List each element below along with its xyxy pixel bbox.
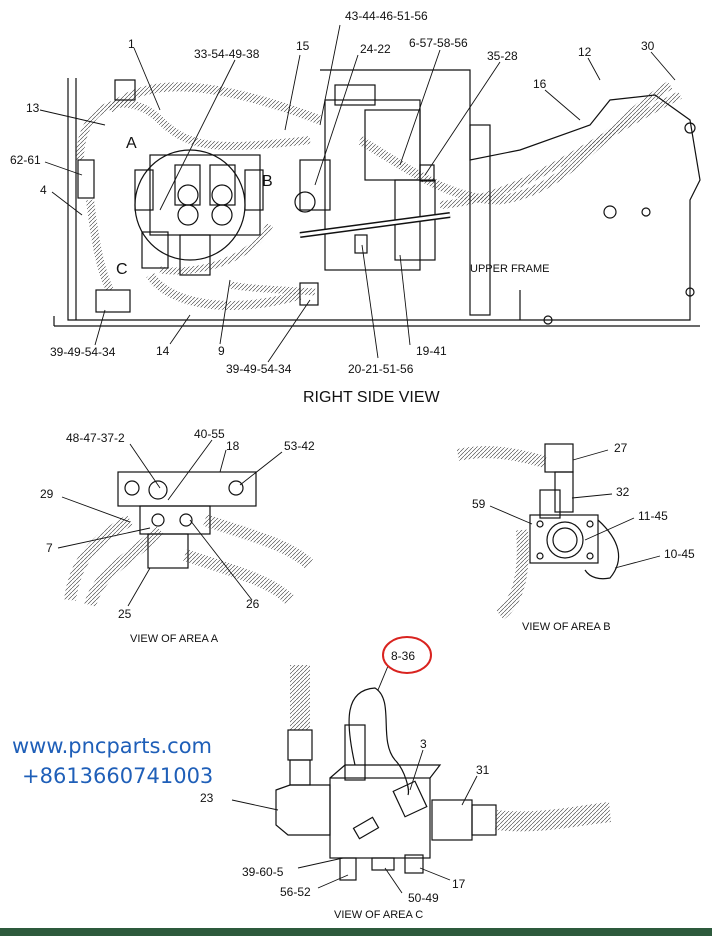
right-side-view xyxy=(53,69,701,327)
bottom-bar xyxy=(0,928,712,936)
callout-8-36: 8-36 xyxy=(391,649,415,663)
callout-3: 3 xyxy=(420,737,427,751)
callout-18: 18 xyxy=(226,439,240,453)
area-c-labels: 8-36 3 31 23 39-60-5 56-52 50-49 17 VIEW… xyxy=(200,649,490,921)
area-a-labels: 48-47-37-2 40-55 18 53-42 29 7 25 26 VIE… xyxy=(40,427,315,645)
callout-25: 25 xyxy=(118,607,132,621)
callout-27: 27 xyxy=(614,441,628,455)
area-a-marker: A xyxy=(126,135,137,152)
callout-48-47-37-2: 48-47-37-2 xyxy=(66,431,125,445)
callout-29: 29 xyxy=(40,487,54,501)
callout-4: 4 xyxy=(40,183,47,197)
highlight-circle xyxy=(382,636,432,674)
view-area-c-caption: VIEW OF AREA C xyxy=(334,909,423,921)
callout-43-44-46-51-56: 43-44-46-51-56 xyxy=(345,9,428,23)
callout-39-60-5: 39-60-5 xyxy=(242,865,284,879)
upper-frame-label: UPPER FRAME xyxy=(470,263,549,275)
callout-33-54-49-38: 33-54-49-38 xyxy=(194,47,260,61)
callout-59: 59 xyxy=(472,497,486,511)
callout-31: 31 xyxy=(476,763,490,777)
callout-32: 32 xyxy=(616,485,630,499)
callout-30: 30 xyxy=(641,39,655,53)
callout-1: 1 xyxy=(128,37,135,51)
area-b-marker: B xyxy=(262,173,273,190)
callout-6-57-58-56: 6-57-58-56 xyxy=(409,36,468,50)
callout-40-55: 40-55 xyxy=(194,427,225,441)
view-area-b-caption: VIEW OF AREA B xyxy=(522,621,611,633)
callout-15: 15 xyxy=(296,39,310,53)
callout-39-49-54-34-right: 39-49-54-34 xyxy=(226,362,292,376)
area-c-marker: C xyxy=(116,261,128,278)
area-b-labels: 27 32 59 11-45 10-45 VIEW OF AREA B xyxy=(472,441,695,633)
callout-26: 26 xyxy=(246,597,260,611)
callout-13: 13 xyxy=(26,101,40,115)
callout-23: 23 xyxy=(200,791,214,805)
watermark-url: www.pncparts.com xyxy=(12,734,212,758)
callout-53-42: 53-42 xyxy=(284,439,315,453)
callout-50-49: 50-49 xyxy=(408,891,439,905)
area-c-leaders xyxy=(231,665,478,894)
callout-35-28: 35-28 xyxy=(487,49,518,63)
callout-62-61: 62-61 xyxy=(10,153,41,167)
view-area-a-caption: VIEW OF AREA A xyxy=(130,633,219,645)
main-leaders xyxy=(39,24,676,363)
main-labels: 1 33-54-49-38 15 43-44-46-51-56 24-22 6-… xyxy=(10,9,655,406)
callout-14: 14 xyxy=(156,344,170,358)
callout-7: 7 xyxy=(46,541,53,555)
callout-9: 9 xyxy=(218,344,225,358)
area-b-leaders xyxy=(489,449,661,569)
callout-39-49-54-34-left: 39-49-54-34 xyxy=(50,345,116,359)
callout-11-45: 11-45 xyxy=(638,509,668,523)
callout-17: 17 xyxy=(452,877,466,891)
callout-16: 16 xyxy=(533,77,547,91)
area-a-leaders xyxy=(57,439,283,607)
area-c-drawing xyxy=(275,665,612,881)
callout-24-22: 24-22 xyxy=(360,42,391,56)
callout-56-52: 56-52 xyxy=(280,885,311,899)
area-b-drawing xyxy=(456,443,620,620)
callout-12: 12 xyxy=(578,45,592,59)
callout-19-41: 19-41 xyxy=(416,344,447,358)
page-title: RIGHT SIDE VIEW xyxy=(303,389,441,406)
area-a-drawing xyxy=(64,471,315,607)
watermark-phone: +8613660741003 xyxy=(22,764,214,788)
callout-20-21-51-56: 20-21-51-56 xyxy=(348,362,414,376)
callout-10-45: 10-45 xyxy=(664,547,695,561)
